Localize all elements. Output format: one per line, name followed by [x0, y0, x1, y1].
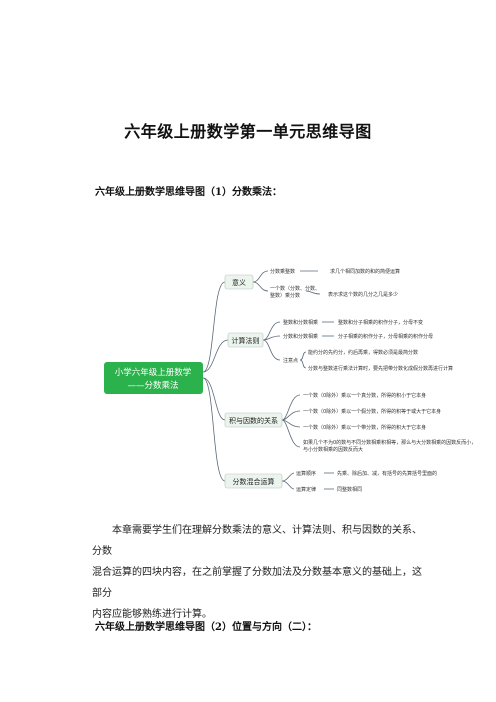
leaf-desc: 同整数相同 [337, 486, 362, 493]
leaf-desc: 表示求这个数的几分之几是多少 [328, 291, 398, 298]
leaf-desc: 能约分的先约分，约后再乘，得数必须是最简分数 [308, 349, 418, 356]
branch-label-meaning: 意义 [232, 278, 246, 287]
mixed-leaves: 运算顺序 先乘、除后加、减，有括号的先算括号里面的 运算定律 同整数相同 [296, 470, 437, 493]
branch-node-mixed [224, 473, 283, 489]
summary-line-3: 内容应能够熟练进行计算。 [92, 609, 212, 620]
leaf-rule-2: 与小分数相乘的因数反而大 [303, 446, 363, 453]
branch-node-rules [227, 332, 264, 348]
summary-line-2: 混合运算的四块内容，在之前掌握了分数加法及分数基本意义的基础上，这部分 [92, 567, 422, 599]
leaf-fraction-and-fraction: 分数和分数相乘 [283, 333, 318, 340]
root-label-line1: 小学六年级上册数学 [115, 367, 192, 378]
leaf-desc: 整数和分子相乘的积作分子，分母不变 [338, 319, 423, 326]
leaf-desc: 分数与整数进行乘法计算时，要先把带分数化成假分数再进行计算 [308, 365, 453, 372]
root-node [104, 362, 203, 394]
root-label-line2: ——分数乘法 [127, 380, 178, 391]
meaning-leaves: 分数乘整数 求几个相同加数的和的简便运算 一个数（分数、分数、 整数）乘分数 表… [270, 268, 400, 299]
summary-line-1: 本章需要学生们在理解分数乘法的意义、计算法则、积与因数的关系、分数 [92, 525, 422, 557]
section-heading-position: 六年级上册数学思维导图（2）位置与方向（二）： [95, 622, 317, 633]
leaf-integer-and-fraction: 整数和分数相乘 [283, 319, 318, 326]
relation-leaves: 一个数（0除外）乘以一个真分数，所得的积小于它本身 一个数（0除外）乘以一个假分… [303, 392, 476, 453]
connector-lines [202, 270, 334, 490]
leaf-proper-fraction: 一个数（0除外）乘以一个真分数，所得的积小于它本身 [303, 392, 426, 399]
branch-label-rules: 计算法则 [232, 336, 260, 345]
branch-node-relation [224, 412, 283, 428]
page-title: 六年级上册数学第一单元思维导图 [124, 122, 372, 141]
branch-label-mixed: 分数混合运算 [233, 477, 275, 486]
leaf-laws: 运算定律 [296, 486, 316, 493]
summary-paragraph: 本章需要学生们在理解分数乘法的意义、计算法则、积与因数的关系、分数 混合运算的四… [92, 520, 422, 625]
leaf-order: 运算顺序 [296, 470, 316, 477]
branch-label-relation: 积与因数的关系 [229, 416, 278, 425]
leaf-mixed-fraction: 一个数（0除外）乘以一个带分数，所得的积大于它本身 [303, 424, 426, 431]
leaf-improper-fraction: 一个数（0除外）乘以一个假分数，所得的积等于或大于它本身 [303, 408, 441, 415]
leaf-desc: 先乘、除后加、减，有括号的先算括号里面的 [337, 470, 437, 477]
leaf-desc: 求几个相同加数的和的简便运算 [330, 268, 400, 275]
section-heading-fractions: 六年级上册数学思维导图（1）分数乘法： [95, 187, 282, 198]
leaf-number-times-fraction-1: 一个数（分数、分数、 [270, 285, 320, 292]
leaf-fraction-times-integer: 分数乘整数 [270, 268, 295, 275]
leaf-notes: 注意点 [283, 357, 298, 364]
leaf-rule-1: 如果几个不为0的数与不同分数相乘积相等，那么与大分数相乘的因数反而小， [303, 439, 476, 446]
leaf-desc: 分子相乘的积作分子，分母相乘的积作分母 [338, 333, 433, 340]
rules-leaves: 整数和分数相乘 整数和分子相乘的积作分子，分母不变 分数和分数相乘 分子相乘的积… [283, 319, 453, 372]
leaf-number-times-fraction-2: 整数）乘分数 [270, 292, 300, 299]
branch-node-meaning [224, 274, 254, 290]
